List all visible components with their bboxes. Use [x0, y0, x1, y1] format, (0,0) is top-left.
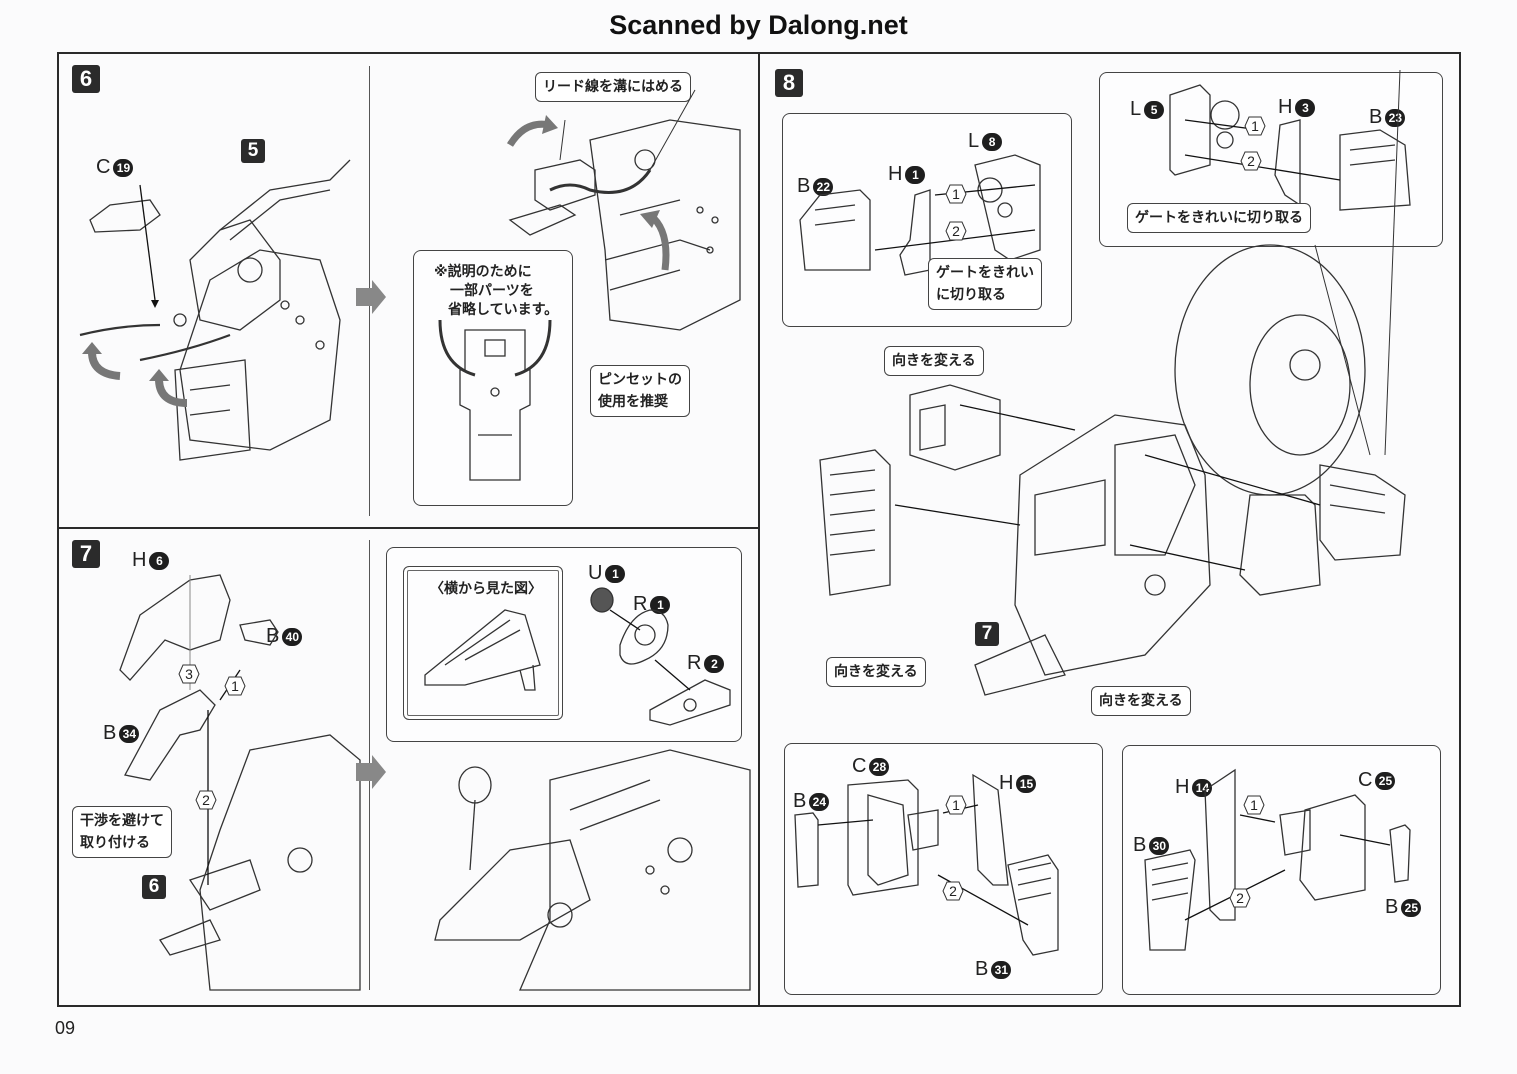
rotate-arrow-icon [82, 342, 121, 380]
bottom-left-parts-illustration [794, 773, 1059, 956]
turn-around-callout: 向きを変える [884, 346, 984, 376]
tweezers-callout-line1: ピンセットの [598, 372, 682, 388]
gate-cut-line2: に切り取る [936, 287, 1006, 303]
tweezers-callout: ピンセットの 使用を推奨 [590, 365, 690, 417]
side-view-panel [403, 566, 563, 720]
step6-body-illustration [79, 159, 351, 461]
right-detail-parts-illustration [1169, 84, 1411, 211]
order-mark-3: 3 [178, 664, 200, 684]
page-number: 09 [55, 1018, 76, 1038]
turn-around-callout: 向きを変える [826, 657, 926, 687]
step-number-8: 8 [775, 69, 803, 97]
step-number-6: 6 [72, 65, 100, 93]
side-view-label: 〈横から見た図〉 [430, 581, 542, 597]
left-detail-parts-illustration [799, 154, 1041, 276]
gate-cut-callout-right: ゲートをきれいに切り取る [1127, 203, 1311, 233]
order-mark-1: 1 [1243, 795, 1265, 815]
sub-assembly-ref-5: 5 [241, 139, 265, 163]
step8-bottom-left-detail-panel [784, 743, 1103, 995]
order-mark-2: 2 [942, 881, 964, 901]
order-mark-1: 1 [945, 184, 967, 204]
row-divider-left [57, 527, 759, 529]
gate-cut-line1: ゲートをきれい [936, 265, 1034, 281]
avoid-interference-callout: 干渉を避けて 取り付ける [72, 806, 172, 858]
step7-result-illustration [434, 749, 751, 991]
order-mark-2: 2 [1229, 888, 1251, 908]
lead-wire-callout: リード線を溝にはめる [535, 72, 691, 102]
order-mark-1: 1 [945, 795, 967, 815]
avoid-interference-line2: 取り付ける [80, 835, 150, 851]
order-mark-2: 2 [1240, 151, 1262, 171]
omission-note: ※説明のために 一部パーツを 省略しています。 [434, 263, 558, 320]
step6-wire-illustration [506, 89, 741, 331]
sub-assembly-ref-6: 6 [142, 875, 166, 899]
step8-main-assembly-illustration [819, 69, 1406, 696]
step7-parts-illustration [119, 574, 361, 991]
step7-detail-panel [386, 547, 742, 742]
scanner-watermark: Scanned by Dalong.net [609, 10, 908, 40]
detail-part-illustration [438, 319, 552, 481]
turn-around-callout: 向きを変える [1091, 686, 1191, 716]
tweezers-callout-line2: 使用を推奨 [598, 394, 668, 410]
omission-note-line3: 省略しています。 [448, 302, 559, 318]
next-step-arrow-icon [356, 755, 386, 789]
step6-detail-panel [413, 250, 573, 506]
next-step-arrow-icon [356, 280, 386, 314]
order-mark-1: 1 [224, 676, 246, 696]
order-mark-1: 1 [1244, 116, 1266, 136]
omission-note-line2: 一部パーツを [450, 283, 534, 299]
rotate-arrow-icon [149, 369, 188, 407]
order-mark-2: 2 [195, 790, 217, 810]
bottom-right-parts-illustration [1144, 768, 1411, 951]
side-view-illustration [424, 609, 541, 691]
column-divider [758, 52, 760, 1007]
light-parts-illustration [590, 587, 731, 726]
gate-cut-callout: ゲートをきれい に切り取る [928, 258, 1042, 310]
avoid-interference-line1: 干渉を避けて [80, 813, 164, 829]
order-mark-2: 2 [945, 221, 967, 241]
sub-assembly-ref-7: 7 [975, 622, 999, 646]
omission-note-line1: ※説明のために [434, 264, 532, 280]
step-number-7: 7 [72, 540, 100, 568]
